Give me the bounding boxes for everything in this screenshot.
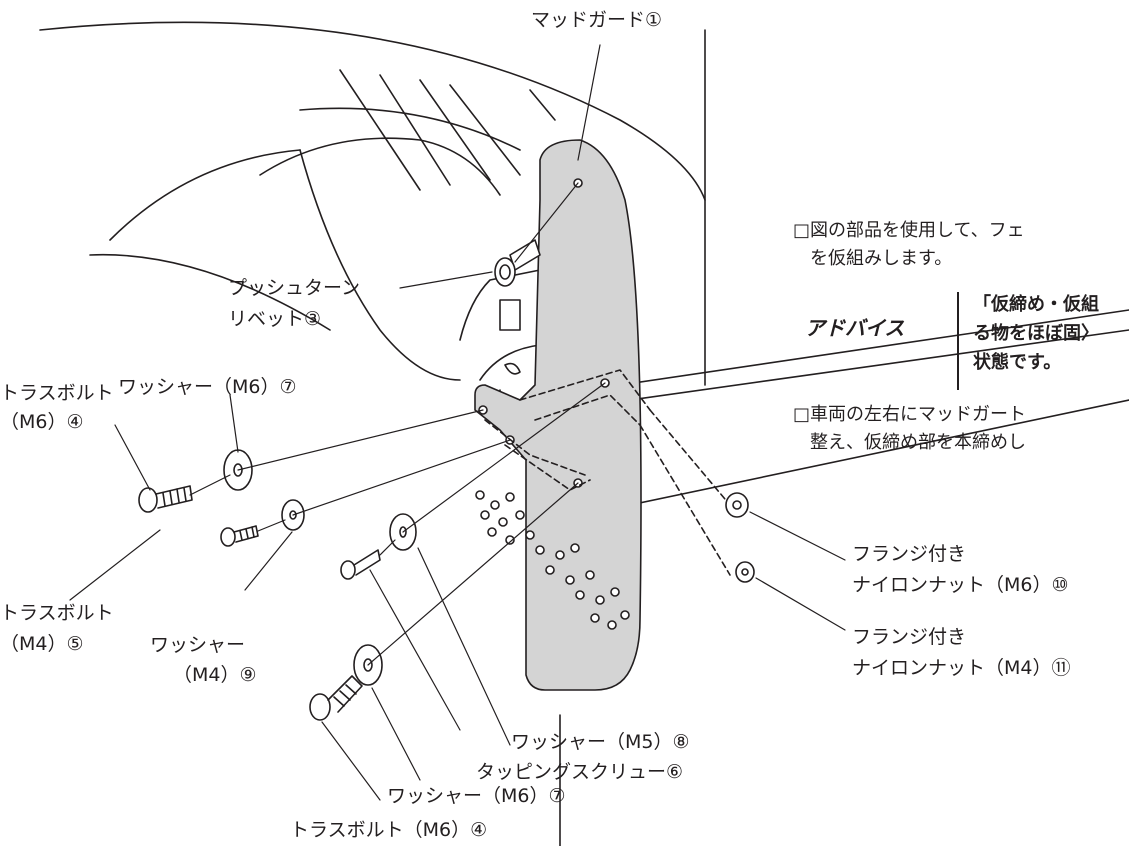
truss-bolt-m4 — [220, 525, 259, 547]
washer-m4-label-spec: （M4）⑨ — [173, 664, 257, 686]
advice-text-line-3: 状態です。 — [973, 352, 1062, 373]
flange-nut-m6-label: フランジ付き — [852, 543, 967, 565]
truss-bolt-m4-label: トラスボルト — [0, 602, 114, 624]
mudguard-label: マッドガード① — [531, 9, 663, 31]
flange-nut-m6 — [725, 492, 749, 518]
advice-text-line-1: 「仮締め・仮組 — [973, 294, 1099, 315]
advice-text-line-2: る物をほぼ固〉 — [973, 323, 1099, 344]
washer-m6-top-label: ワッシャー（M6）⑦ — [118, 376, 297, 398]
truss-bolt-m6-bottom — [309, 675, 363, 721]
truss-bolt-m6-left-label-spec: （M6）④ — [0, 411, 84, 433]
truss-bolt-m6-left-label: トラスボルト — [0, 382, 114, 404]
tapping-screw — [340, 549, 381, 580]
flange-nut-m4-label-spec: ナイロンナット（M4）⑪ — [852, 657, 1071, 679]
tapping-screw-label: タッピングスクリュー⑥ — [476, 761, 684, 783]
truss-bolt-m6-left — [138, 485, 193, 513]
vehicle-fender-outline — [39, 21, 1129, 846]
washer-m6-bottom-label: ワッシャー（M6）⑦ — [387, 785, 566, 807]
advice-logo: アドバイス — [805, 316, 905, 340]
instruction-step-2-cont: 整え、仮締め部を本締めし — [810, 432, 1026, 453]
instruction-step-1-cont: を仮組みします。 — [810, 248, 953, 269]
push-turn-rivet-label-number: リベット③ — [228, 308, 322, 330]
instruction-step-1: □図の部品を使用して、フェ — [793, 220, 1025, 241]
washer-m5-label: ワッシャー（M5）⑧ — [511, 731, 690, 753]
mudguard-panel — [474, 139, 642, 691]
flange-nut-m4 — [735, 561, 755, 583]
push-turn-rivet-label: プッシュターン — [228, 277, 361, 299]
washer-m4-label: ワッシャー — [150, 634, 246, 656]
push-turn-rivet — [494, 239, 541, 287]
instruction-step-2: □車両の左右にマッドガート — [793, 404, 1027, 425]
advice-divider — [957, 292, 959, 390]
truss-bolt-m4-label-spec: （M4）⑤ — [0, 633, 84, 655]
flange-nut-m6-label-spec: ナイロンナット（M6）⑩ — [852, 574, 1069, 596]
truss-bolt-m6-bottom-label: トラスボルト（M6）④ — [290, 819, 488, 841]
flange-nut-m4-label: フランジ付き — [852, 626, 967, 648]
